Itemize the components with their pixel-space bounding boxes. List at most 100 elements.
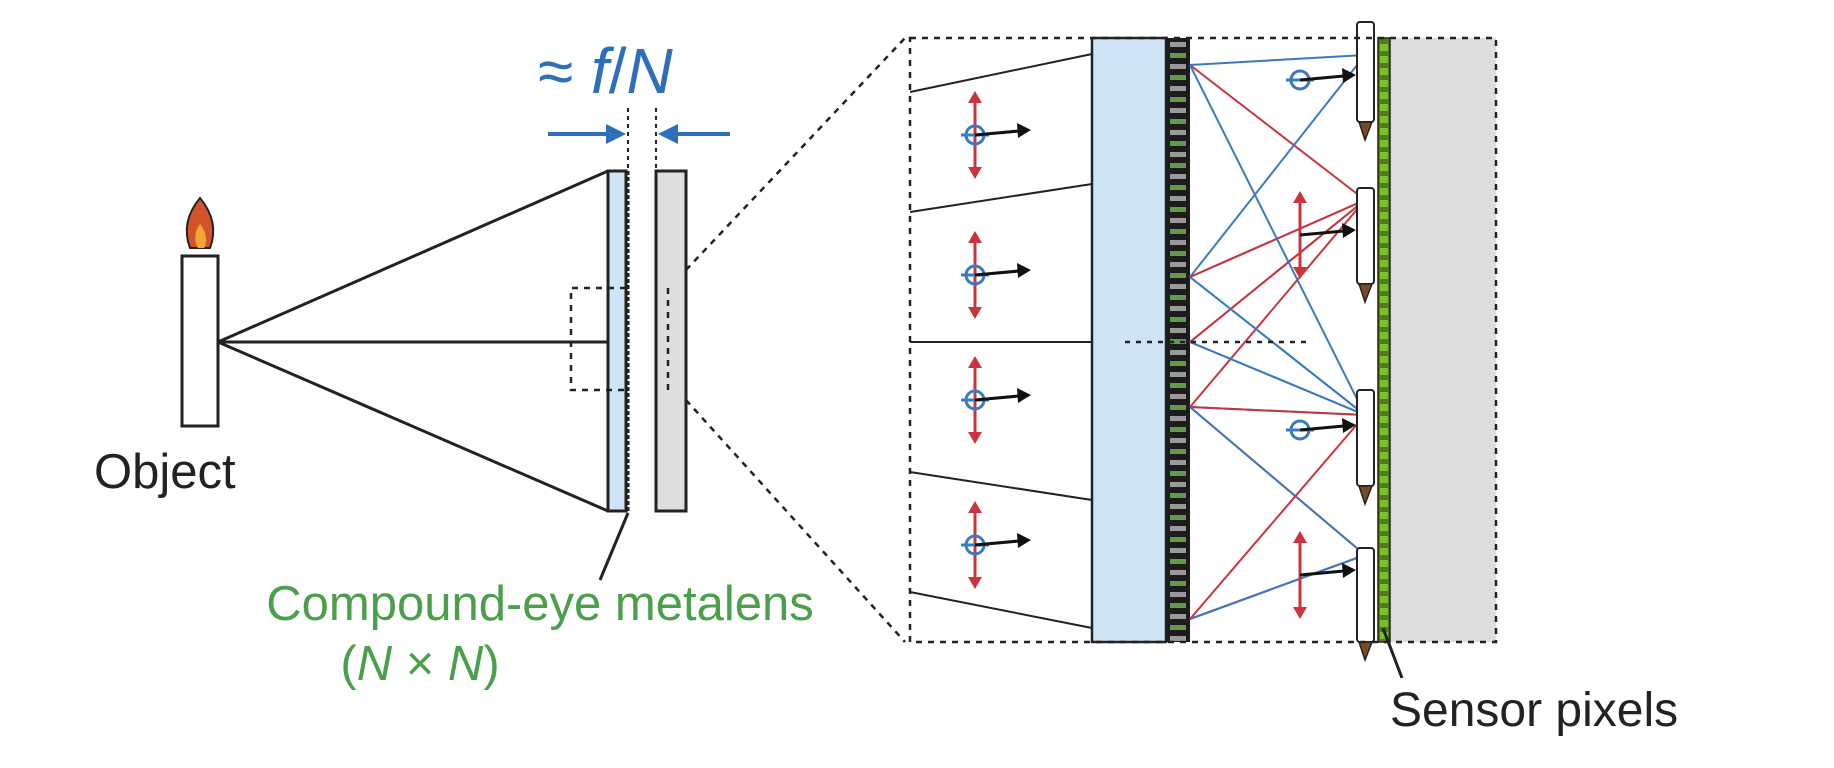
detector-tip bbox=[1357, 485, 1374, 507]
sensor-pixel bbox=[1380, 512, 1388, 519]
arrow-up-icon bbox=[1293, 191, 1307, 203]
nano-pillar bbox=[1170, 614, 1186, 619]
nano-pillar bbox=[1170, 416, 1186, 421]
sensor-pixel bbox=[1380, 548, 1388, 555]
sensor-pixel bbox=[1380, 368, 1388, 375]
nano-pillar bbox=[1170, 108, 1186, 113]
metalens-label: Compound-eye metalens bbox=[266, 577, 813, 631]
nano-pillar bbox=[1170, 537, 1186, 542]
nano-pillar bbox=[1170, 64, 1186, 69]
nano-pillar bbox=[1170, 372, 1186, 377]
propagation-arrow bbox=[1299, 229, 1345, 237]
nano-pillar bbox=[1170, 119, 1186, 124]
nano-pillar bbox=[1170, 317, 1186, 322]
nano-pillar bbox=[1170, 570, 1186, 575]
nano-pillar bbox=[1170, 515, 1186, 520]
nano-pillar bbox=[1170, 526, 1186, 531]
sensor-pixel bbox=[1380, 560, 1388, 567]
nano-pillar bbox=[1170, 405, 1186, 410]
nano-pillar bbox=[1170, 504, 1186, 509]
wavefront-line bbox=[909, 183, 1093, 213]
wavefront-line bbox=[909, 53, 1093, 93]
blue-ray bbox=[1189, 64, 1366, 416]
arrow-up-icon bbox=[968, 356, 982, 368]
nano-pillar bbox=[1170, 328, 1186, 333]
pixel-detector-icon bbox=[1356, 389, 1375, 507]
arrow-down-icon bbox=[968, 307, 982, 319]
pixel-detector-icon bbox=[1356, 187, 1375, 305]
candle-icon bbox=[180, 196, 220, 428]
sensor-pixel bbox=[1380, 104, 1388, 111]
arrow-right-icon bbox=[1017, 533, 1031, 548]
sensor-pixel bbox=[1380, 584, 1388, 591]
arrow-up-icon bbox=[968, 231, 982, 243]
sensor-pixel bbox=[1380, 608, 1388, 615]
blue-ray bbox=[1189, 554, 1366, 620]
nano-pillar bbox=[1170, 559, 1186, 564]
image-sensor bbox=[654, 169, 688, 513]
detector-tip bbox=[1357, 641, 1374, 663]
object-label: Object bbox=[94, 445, 236, 499]
nano-pillar bbox=[1170, 438, 1186, 443]
detail-frame bbox=[908, 36, 1498, 644]
nano-pillar bbox=[1170, 97, 1186, 102]
sensor-pixel bbox=[1380, 488, 1388, 495]
arrow-up-icon bbox=[1293, 531, 1307, 543]
detector-body bbox=[1356, 187, 1375, 285]
nano-pillar bbox=[1170, 449, 1186, 454]
metalens-leader-line bbox=[598, 512, 630, 581]
sensor-pixel bbox=[1380, 56, 1388, 63]
nano-pillar bbox=[1170, 229, 1186, 234]
propagation-arrow bbox=[974, 269, 1020, 277]
red-ray bbox=[1189, 199, 1366, 343]
sensor-pixel bbox=[1380, 332, 1388, 339]
sensor-pixel bbox=[1380, 440, 1388, 447]
polarization-cross-icon bbox=[1293, 191, 1356, 279]
sensor-pixel bbox=[1380, 452, 1388, 459]
nano-pillar bbox=[1170, 152, 1186, 157]
nano-pillar bbox=[1170, 581, 1186, 586]
arrow-down-icon bbox=[1293, 607, 1307, 619]
red-ray bbox=[1189, 199, 1366, 408]
nano-pillar bbox=[1170, 163, 1186, 168]
sensor-pixel bbox=[1380, 92, 1388, 99]
nano-pillar bbox=[1170, 295, 1186, 300]
detector-body bbox=[1356, 547, 1375, 643]
compound-eye-metalens bbox=[606, 169, 630, 513]
sensor-pixel bbox=[1380, 188, 1388, 195]
red-ray bbox=[1189, 414, 1366, 620]
sensor-pixel bbox=[1380, 140, 1388, 147]
sensor-pixel bbox=[1380, 320, 1388, 327]
blue-ray bbox=[1189, 54, 1366, 66]
metasurface-nanostructures bbox=[1166, 38, 1190, 642]
sensor-pixel bbox=[1380, 284, 1388, 291]
sensor-pixel bbox=[1380, 128, 1388, 135]
sensor-pixel bbox=[1380, 620, 1388, 627]
arrow-right-icon bbox=[1342, 68, 1356, 83]
sensor-pixels-label: Sensor pixels bbox=[1390, 684, 1678, 737]
sensor-pixel bbox=[1380, 428, 1388, 435]
arrow-right-icon bbox=[1017, 388, 1031, 403]
nano-pillar bbox=[1170, 592, 1186, 597]
sensor-pixel bbox=[1380, 632, 1388, 639]
nano-pillar bbox=[1170, 75, 1186, 80]
sensor-pixel bbox=[1380, 248, 1388, 255]
wavefront-line bbox=[909, 591, 1093, 629]
arrow-right-icon bbox=[1342, 223, 1356, 238]
arrow-down-icon bbox=[968, 167, 982, 179]
arrow-down-icon bbox=[1293, 267, 1307, 279]
pixel-detector-icon bbox=[1356, 21, 1375, 143]
arrow-down-icon bbox=[968, 432, 982, 444]
arrow-right-icon bbox=[1017, 123, 1031, 138]
nano-pillar bbox=[1170, 196, 1186, 201]
sensor-pixel bbox=[1380, 308, 1388, 315]
sensor-pixel bbox=[1380, 500, 1388, 507]
zoom-region bbox=[569, 286, 670, 392]
metalens-size-label: (N × N) bbox=[340, 637, 499, 691]
polarization-cross-icon bbox=[961, 91, 1031, 179]
sensor-pixel bbox=[1380, 296, 1388, 303]
nano-pillar bbox=[1170, 636, 1186, 641]
sensor-pixel bbox=[1380, 212, 1388, 219]
polarization-cross-icon bbox=[1286, 68, 1356, 91]
sensor-pixel bbox=[1380, 80, 1388, 87]
